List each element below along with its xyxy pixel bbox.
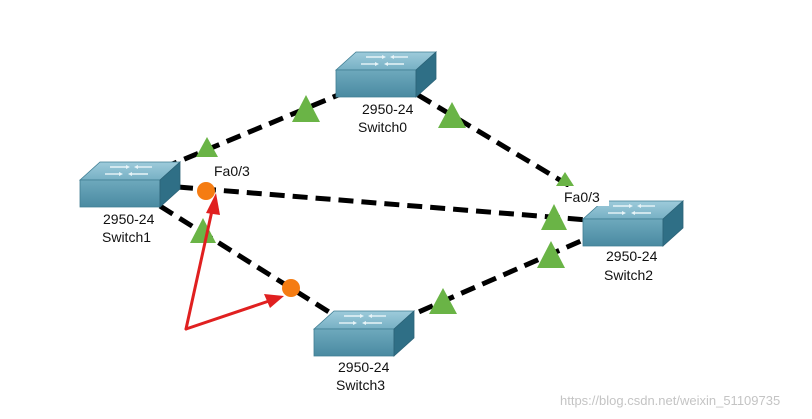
link-switch1-switch2[interactable] — [177, 184, 589, 223]
device-model-label: 2950-24 — [362, 101, 414, 117]
switch1[interactable] — [79, 161, 181, 208]
arrowhead-icon — [264, 294, 284, 308]
device-model-label: 2950-24 — [103, 211, 155, 227]
link-up-indicator — [292, 95, 320, 122]
device-model-label: 2950-24 — [338, 359, 390, 375]
port-label-bg — [211, 161, 259, 180]
switch2[interactable] — [582, 200, 684, 247]
annotation-arrow-to-fa03 — [184, 204, 215, 331]
switch3[interactable] — [313, 310, 415, 357]
link-up-indicator — [537, 241, 565, 268]
link-blocking-indicator — [282, 279, 300, 297]
link-up-indicator — [190, 218, 216, 243]
annotation-arrows — [184, 204, 274, 331]
link-blocking-indicator — [197, 182, 215, 200]
link-status-indicators — [190, 95, 574, 314]
device-name-label: Switch1 — [102, 229, 151, 245]
watermark: https://blog.csdn.net/weixin_51109735 — [560, 393, 780, 408]
link-switch1-switch0[interactable] — [162, 85, 356, 171]
device-name-label: Switch0 — [358, 119, 407, 135]
device-name-label: Switch2 — [604, 267, 653, 283]
device-name-label: Switch3 — [336, 377, 385, 393]
link-switch1-switch3[interactable] — [158, 203, 347, 325]
link-up-indicator — [438, 102, 466, 128]
switch0[interactable] — [335, 51, 437, 98]
port-label-switch1-fa03: Fa0/3 — [214, 163, 250, 179]
annotation-arrowheads — [206, 193, 284, 308]
port-label-bg — [559, 187, 609, 206]
arrowhead-icon — [206, 193, 220, 215]
link-up-indicator — [196, 137, 218, 157]
link-up-indicator — [541, 204, 567, 230]
device-model-label: 2950-24 — [606, 248, 658, 264]
link-up-indicator — [429, 288, 457, 314]
port-label-switch2-fa03: Fa0/3 — [564, 189, 600, 205]
annotation-arrow-to-link — [184, 298, 274, 331]
link-switch3-switch2[interactable] — [396, 234, 592, 324]
link-up-indicator — [556, 172, 574, 186]
